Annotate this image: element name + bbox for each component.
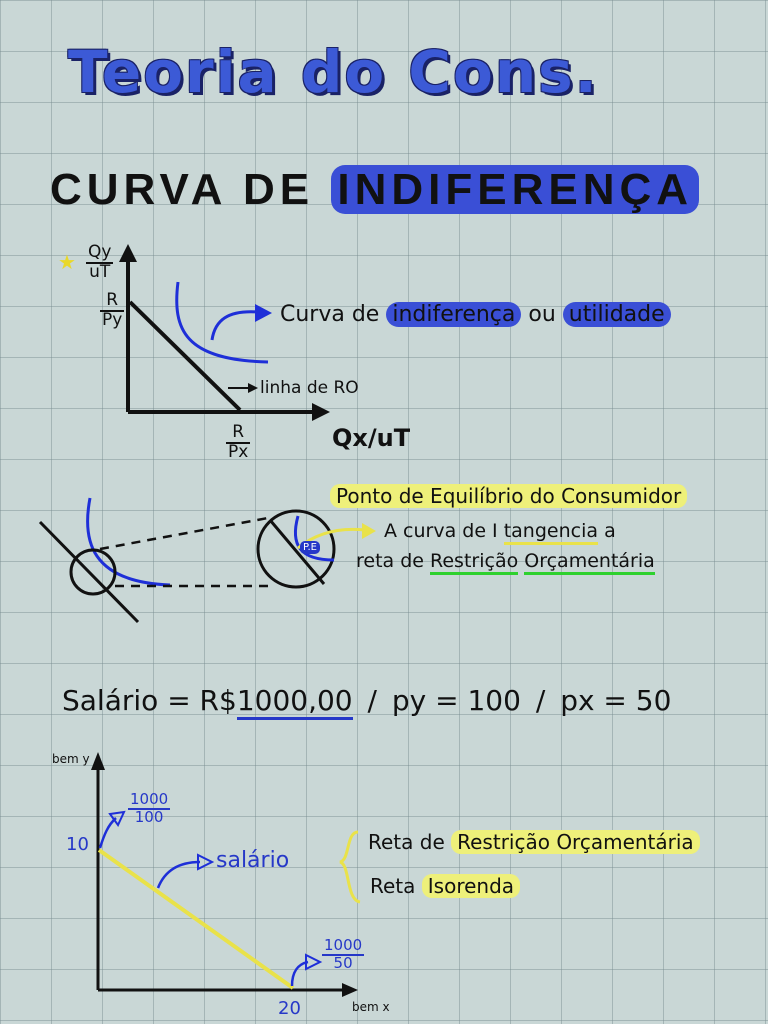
graph2-salary-arrow: [156, 860, 201, 889]
eq-point-label: P.E: [300, 541, 320, 554]
eq-title: Ponto de Equilíbrio do Consumidor: [330, 484, 688, 508]
star-icon: ★: [58, 250, 76, 274]
graph2-line-label: salário: [216, 848, 290, 873]
graph2-x-axis-label: bem x: [352, 1000, 390, 1014]
graph2-y-arrow: [91, 752, 105, 770]
eq-small-circle: [69, 548, 117, 596]
graph1-x-label: Qx/uT: [332, 424, 411, 452]
graph2-x-arrow: [342, 983, 358, 997]
eq-text-line1: A curva de I tangencia a: [384, 520, 616, 545]
section-heading: CURVA DE INDIFERENÇA: [50, 165, 700, 215]
graph2-y-frac-arrow: [98, 817, 117, 849]
heading-highlight: INDIFERENÇA: [331, 165, 700, 214]
graph2-y-frac-arrowhead: [108, 810, 126, 827]
graph2-y-axis-label: bem y: [52, 752, 90, 766]
eq-budget-line: [38, 520, 140, 624]
graph1-budget-line: [128, 300, 242, 412]
graph2-salary-arrowhead: [197, 853, 215, 871]
graph2-x-value: 20: [278, 998, 301, 1019]
graph2-brace: [339, 830, 361, 904]
graph2-brace-item-1: Reta de Restrição Orçamentária: [368, 830, 700, 854]
graph2-y-value: 10: [66, 834, 89, 855]
heading-prefix: CURVA DE: [50, 165, 315, 214]
graph1-y-arrow: [119, 244, 137, 262]
graph2-budget-line: [97, 848, 295, 990]
graph1-curve-arrow: [210, 310, 259, 341]
eq-text-line2: reta de Restrição Orçamentária: [356, 550, 655, 575]
graph1-x-arrow: [312, 403, 330, 421]
graph1-line-arrowhead: [248, 383, 258, 393]
graph2-brace-item-2: Reta Isorenda: [370, 874, 521, 898]
graph1-indifference-curve: [175, 281, 269, 364]
salary-formula: Salário = R$1000,00 / py = 100 / px = 50: [62, 684, 671, 720]
eq-curve: [86, 497, 171, 587]
graph1-curve-label: Curva de indiferença ou utilidade: [280, 302, 671, 327]
eq-big-circle: [256, 509, 336, 589]
graph1-line-label: linha de RO: [260, 378, 359, 398]
graph1-curve-arrowhead: [255, 304, 272, 322]
eq-big-budget-line: [268, 519, 326, 585]
eq-pointer-arrowhead: [362, 523, 376, 539]
eq-dashed-top: [99, 516, 269, 551]
graph2-x-frac-arrowhead: [305, 953, 323, 971]
page-title: Teoria do Cons.: [68, 38, 599, 106]
